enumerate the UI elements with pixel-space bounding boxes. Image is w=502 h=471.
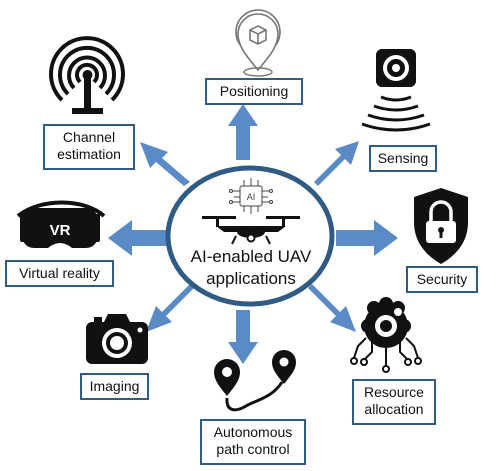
- gear-network-icon: [350, 297, 422, 373]
- label-virtual-reality: Virtual reality: [5, 260, 114, 287]
- label-autonomous-path-control: Autonomous path control: [200, 419, 306, 465]
- arrow-security: [336, 220, 398, 256]
- vr-icon-text: VR: [50, 222, 71, 239]
- camera-icon: [86, 314, 148, 364]
- antenna-mast: [72, 70, 103, 114]
- ai-chip-label: AI: [247, 192, 256, 202]
- label-security: Security: [406, 266, 478, 293]
- vr-headset-icon: [16, 200, 106, 248]
- location-pin-box-icon: [235, 9, 281, 77]
- arrow-vr: [108, 220, 170, 256]
- arrow-sensing: [314, 141, 359, 186]
- label-channel-estimation: Channel estimation: [43, 124, 135, 170]
- drone-icon: [202, 216, 300, 245]
- antenna-tower-icon: [49, 36, 125, 102]
- arrow-imaging: [146, 284, 194, 332]
- arrows: [108, 104, 398, 364]
- label-resource-allocation: Resource allocation: [352, 379, 436, 425]
- padlock-shield-icon: [414, 188, 468, 264]
- center-title: AI-enabled UAV applications: [190, 247, 312, 288]
- label-positioning: Positioning: [205, 78, 303, 105]
- camera-sensor-waves-icon: [361, 49, 431, 132]
- arrow-path: [228, 310, 258, 364]
- arrow-positioning: [228, 104, 258, 160]
- ai-chip-icon: [229, 178, 273, 214]
- label-sensing: Sensing: [369, 145, 437, 172]
- route-pins-icon: [214, 350, 296, 412]
- arrow-channel: [140, 142, 190, 186]
- label-imaging: Imaging: [80, 373, 149, 400]
- arrow-resource: [308, 284, 356, 332]
